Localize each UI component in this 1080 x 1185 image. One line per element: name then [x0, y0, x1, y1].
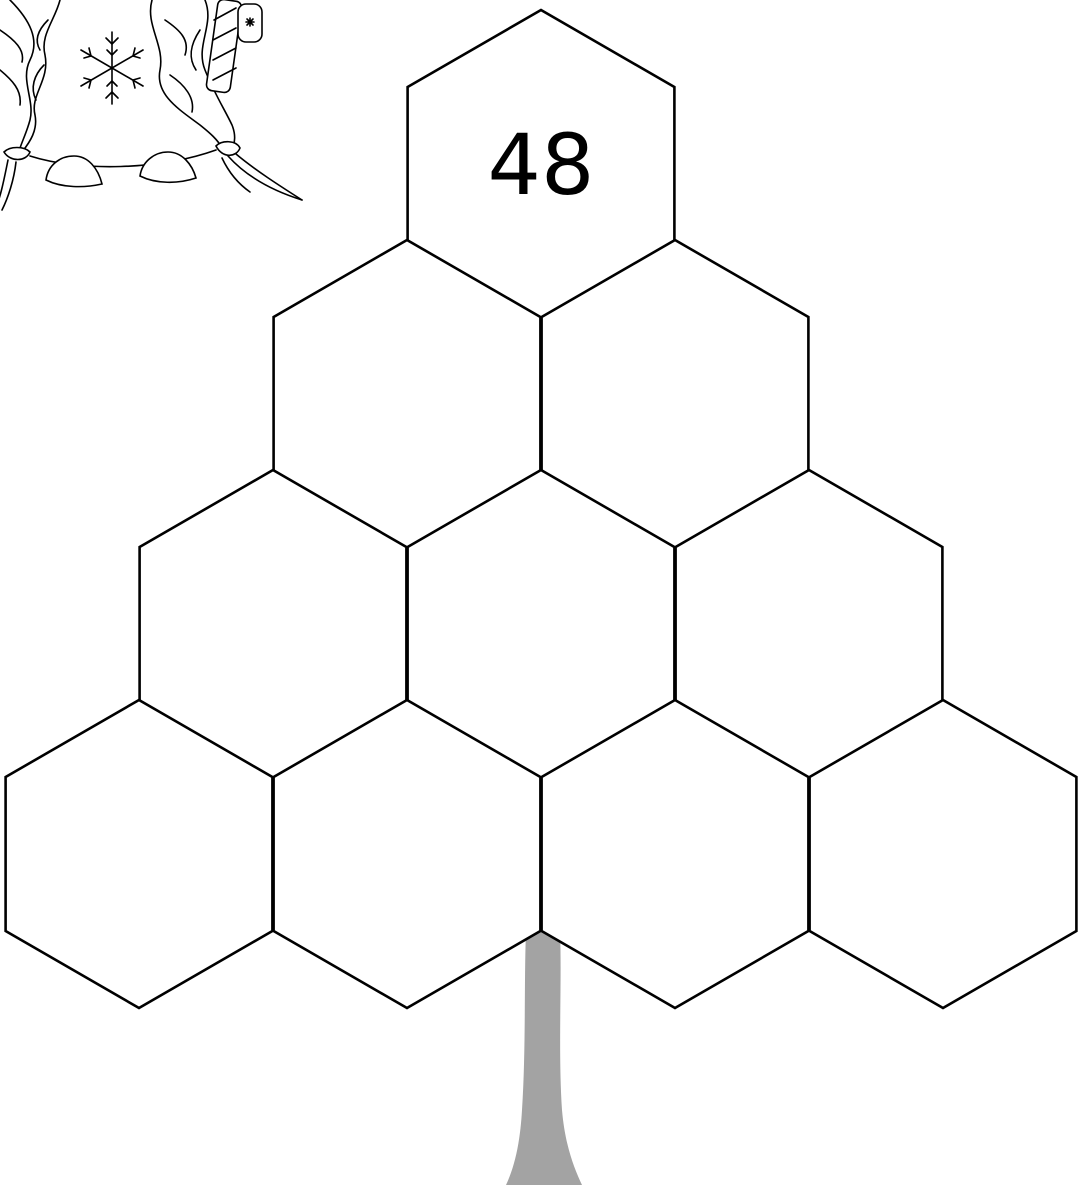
garland-icon — [30, 150, 216, 187]
snowflake-icon — [81, 32, 143, 104]
tree-trunk — [506, 932, 582, 1185]
decoration-corner — [0, 0, 302, 212]
pyramid-cell-value: 48 — [488, 116, 595, 214]
candy-cane-icon — [206, 0, 262, 93]
